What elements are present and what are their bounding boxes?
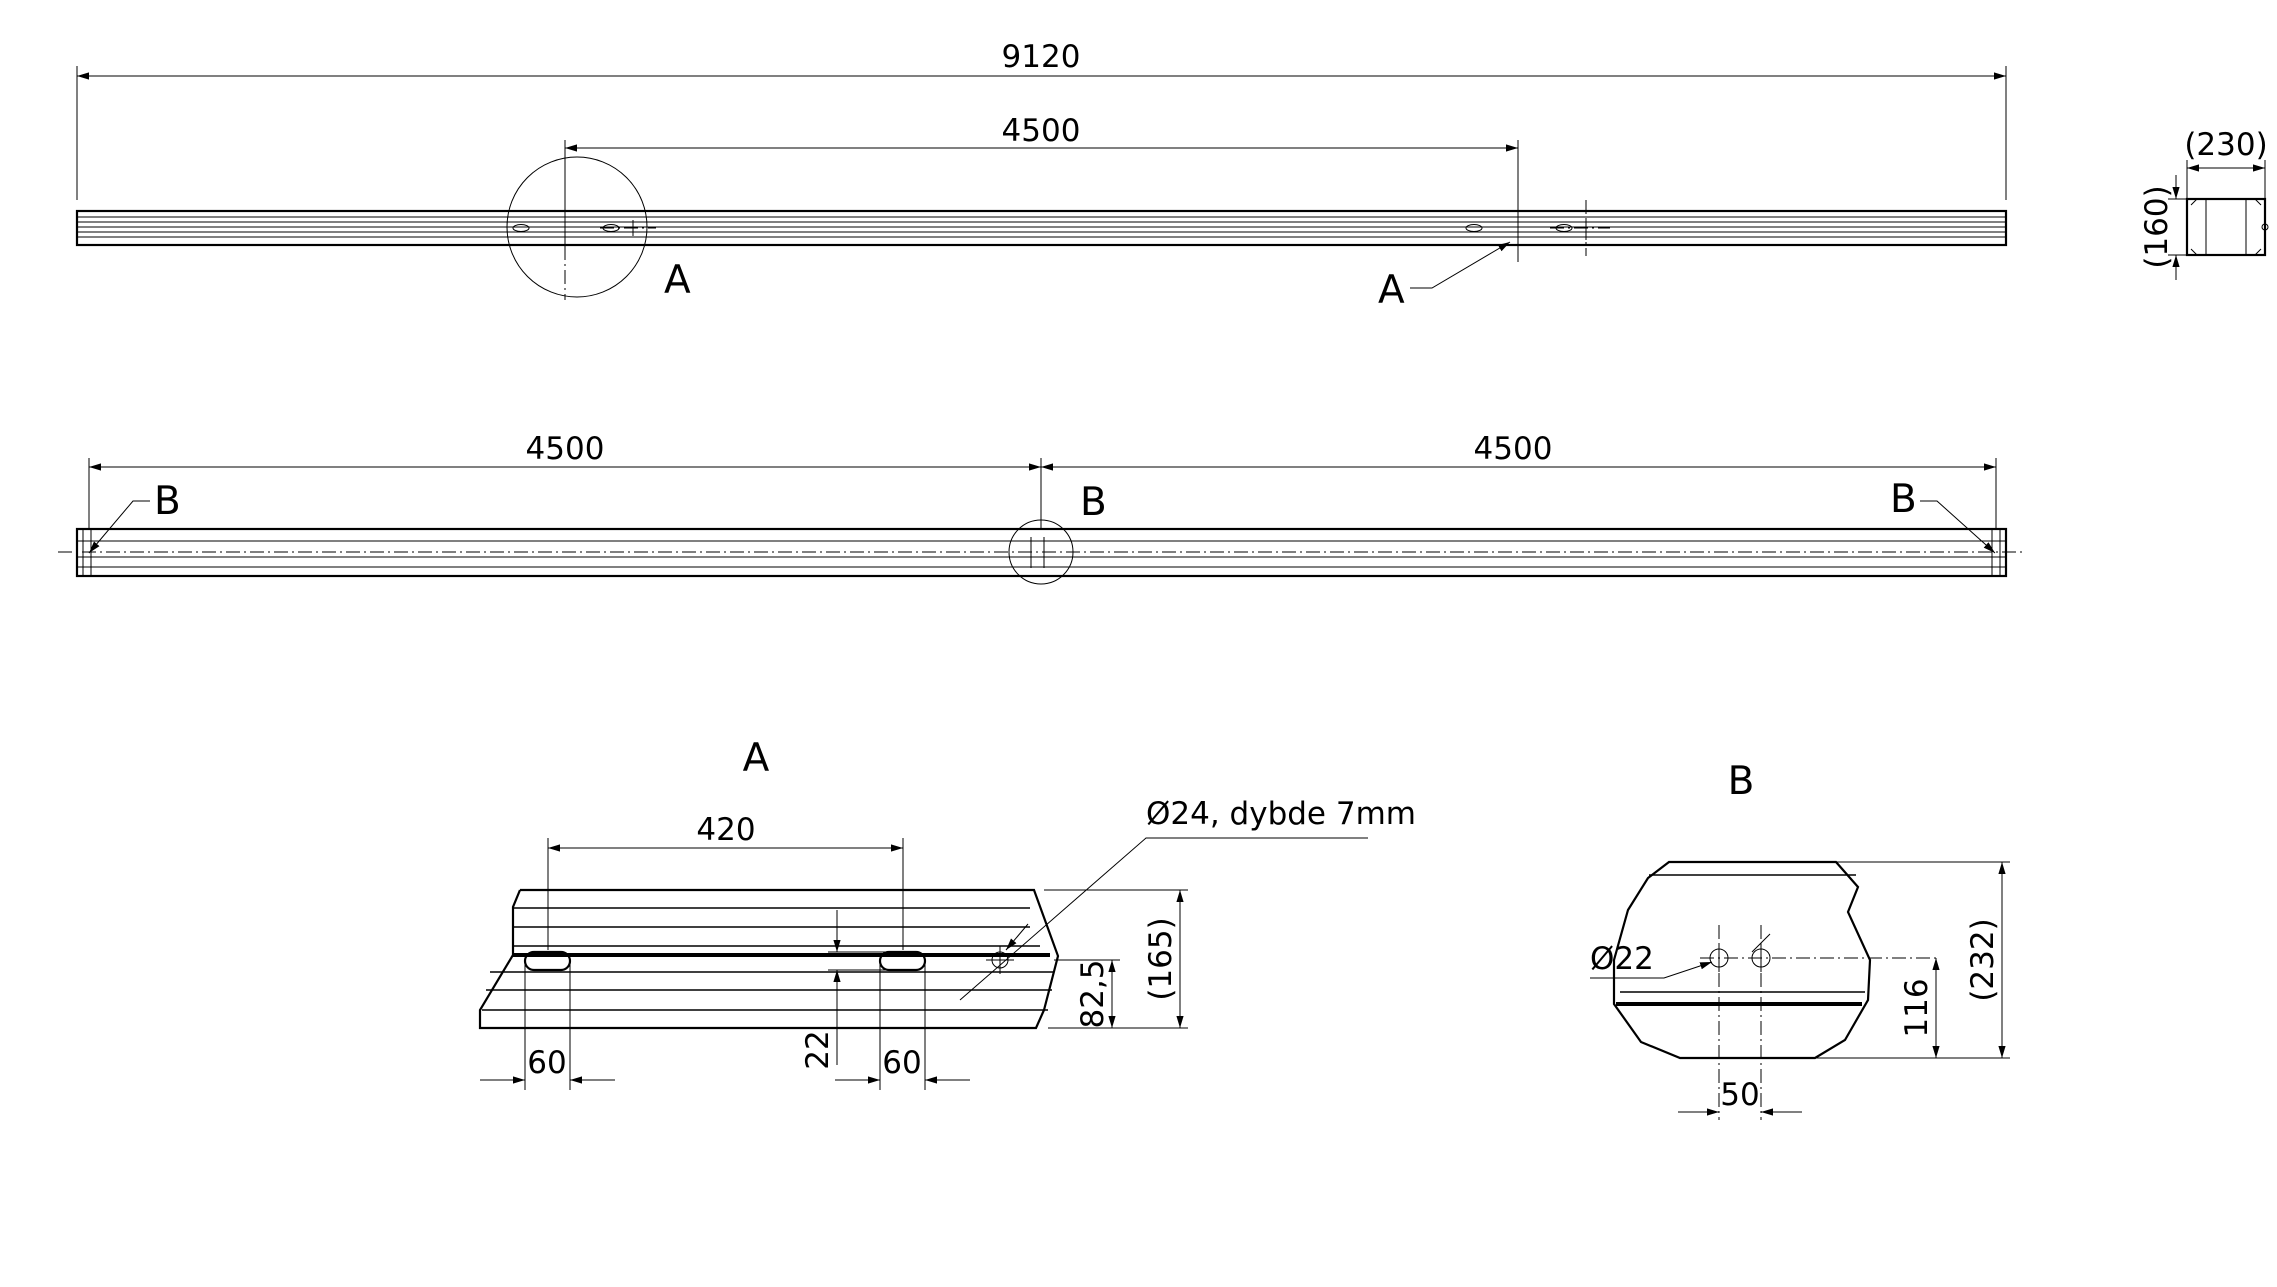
detail-b-circle [1008,519,1074,585]
detail-b-callout-left: B [154,479,181,524]
detail-a: A 420 Ø24, dybde 7mm (165) [478,736,1416,1090]
detail-a-hole-leader [959,837,1368,1001]
detail-a-title: A [743,736,770,781]
side-spacing-left-label: 4500 [526,431,605,467]
end-height-label: (160) [2139,185,2175,268]
detail-b-callout-mid: B [1080,480,1107,525]
detail-a-leader [1410,241,1511,289]
detail-b-hole-leader [1590,961,1713,979]
detail-a-hole-note: Ø24, dybde 7mm [1146,796,1416,832]
end-view: (230) (160) [2139,127,2269,280]
detail-b-hole-height-label: 116 [1899,978,1935,1037]
detail-a-slot-width-left-label: 60 [527,1045,566,1081]
detail-b-height-label: (232) [1965,918,2001,1001]
top-spacing-label: 4500 [1002,113,1081,149]
side-spacing-right-label: 4500 [1474,431,1553,467]
detail-b-leader-left [88,500,150,554]
detail-b-callout-right: B [1890,477,1917,522]
detail-a-outline [478,888,1060,1030]
beam-top-outline [75,209,2008,247]
overall-length-label: 9120 [1002,39,1081,75]
detail-a-circle [506,156,648,298]
detail-a-callout-2: A [1378,268,1405,313]
detail-a-callout-1: A [664,258,691,303]
top-view: 9120 4500 A A [75,39,2008,313]
detail-b-hole-dia-label: Ø22 [1590,941,1654,977]
end-view-outline [2185,197,2267,257]
detail-b-title: B [1728,759,1755,804]
side-view: 4500 4500 B B B [58,431,2025,585]
detail-b-leader-right [1920,500,1996,554]
detail-a-half-height-label: 82,5 [1075,959,1111,1028]
end-width-label: (230) [2184,127,2267,163]
detail-a-slot-width-right-label: 60 [882,1045,921,1081]
detail-a-slot-height-label: 22 [800,1030,836,1069]
slot-hole [1465,224,1483,232]
detail-b: B Ø22 (232) 116 50 [1590,759,2010,1120]
slot-hole [512,224,530,232]
detail-a-height-label: (165) [1143,917,1179,1000]
detail-b-hole-spacing-label: 50 [1720,1077,1759,1113]
detail-a-spacing-label: 420 [696,812,755,848]
